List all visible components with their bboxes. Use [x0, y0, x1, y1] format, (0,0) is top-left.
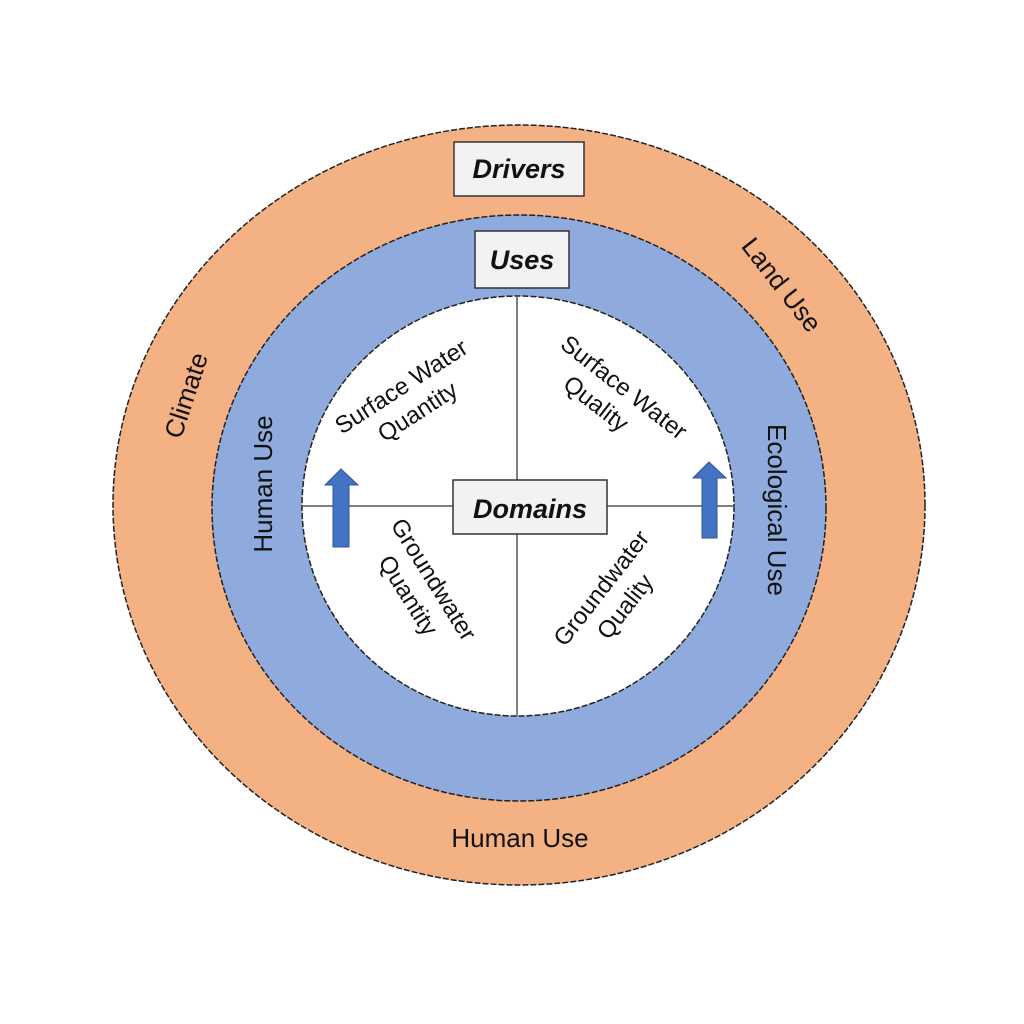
uses-title-box: Uses — [474, 230, 570, 289]
domains-title-box: Domains — [452, 479, 608, 535]
driver-human-use: Human Use — [451, 823, 588, 853]
ecological-use-arrow-icon — [691, 461, 728, 539]
domains-title: Domains — [473, 494, 587, 524]
use-ecological-use: Ecological Use — [762, 424, 792, 596]
human-use-arrow-icon — [323, 468, 360, 548]
drivers-title-box: Drivers — [453, 141, 585, 197]
use-human-use: Human Use — [248, 415, 278, 552]
uses-title: Uses — [490, 245, 555, 275]
drivers-title: Drivers — [472, 154, 565, 184]
